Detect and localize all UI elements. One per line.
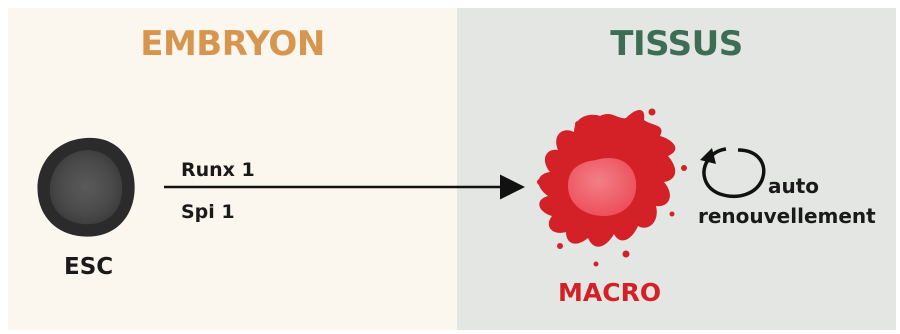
- factor-runx1-label: Runx 1: [181, 159, 255, 181]
- esc-cell: [37, 138, 134, 237]
- self-renewal-label-line1: auto: [768, 174, 819, 198]
- self-renewal-arrowhead-icon: [700, 148, 716, 164]
- macro-nucleus: [568, 158, 636, 216]
- factor-spi1-label: Spi 1: [181, 201, 235, 223]
- self-renewal-label-line2: renouvellement: [698, 204, 876, 228]
- esc-label: ESC: [64, 254, 113, 280]
- macro-cell: [537, 109, 687, 267]
- macro-label: MACRO: [558, 278, 661, 307]
